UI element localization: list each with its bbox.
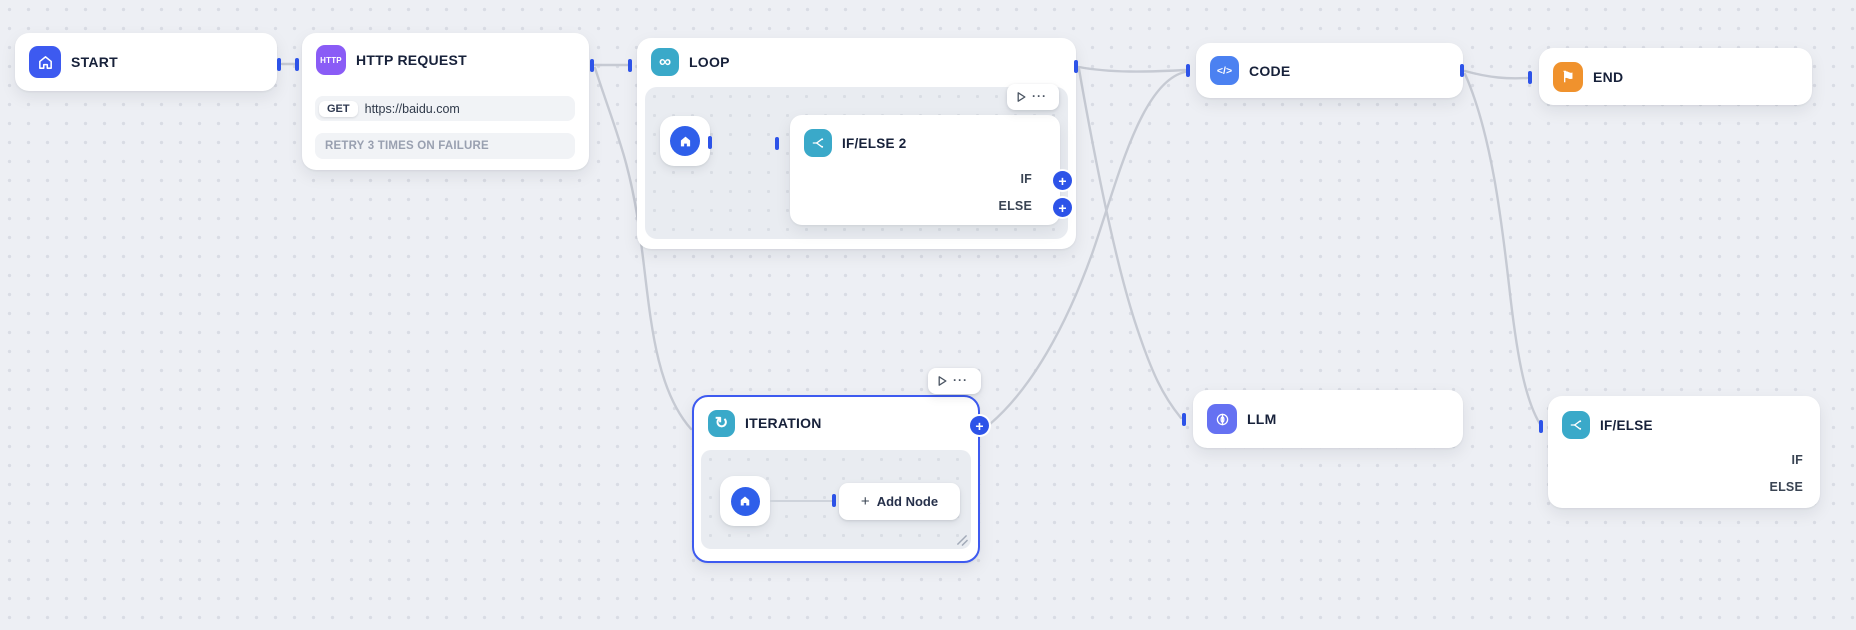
resize-handle[interactable] <box>956 534 968 546</box>
iteration-body-zone[interactable]: + Add Node <box>701 450 971 549</box>
branch-label-if: IF <box>1791 453 1803 467</box>
node-if-else[interactable]: IF/ELSE IF ELSE <box>1548 396 1820 508</box>
play-icon[interactable] <box>935 374 949 388</box>
more-icon[interactable]: ··· <box>1032 88 1047 103</box>
cycle-icon: ↻ <box>708 409 735 437</box>
add-branch-if-button[interactable]: + <box>1053 171 1072 190</box>
node-title-end: END <box>1593 68 1624 85</box>
http-retry-note: RETRY 3 TIMES ON FAILURE <box>325 140 489 152</box>
code-icon: </> <box>1210 56 1239 85</box>
node-toolbar-iteration: ··· <box>928 368 981 394</box>
port-llm-in[interactable] <box>1182 413 1186 426</box>
node-title-code: CODE <box>1249 62 1291 79</box>
edge-loop-to-code[interactable] <box>1077 65 1187 73</box>
add-node-label: Add Node <box>876 494 939 509</box>
node-code[interactable]: </> CODE <box>1196 43 1463 98</box>
iteration-start-node[interactable] <box>720 476 770 526</box>
node-start[interactable]: START <box>15 33 277 91</box>
loop-body-zone[interactable]: IF/ELSE 2 IF + ELSE + <box>645 87 1072 239</box>
port-code-in[interactable] <box>1186 64 1190 77</box>
http-icon: HTTP <box>316 45 346 75</box>
port-loop-out[interactable] <box>1074 60 1078 73</box>
edge-code-to-ifelse[interactable] <box>1463 72 1542 426</box>
http-url: https://baidu.com <box>364 101 460 116</box>
branch-icon <box>804 129 832 157</box>
branch-label-if: IF <box>1020 172 1032 186</box>
node-iteration[interactable]: ↻ ITERATION + Add Node <box>692 395 980 563</box>
flag-icon: ⚑ <box>1553 61 1583 92</box>
edge-code-to-end[interactable] <box>1463 69 1529 80</box>
loop-start-home-icon <box>670 126 700 156</box>
loop-start-node[interactable] <box>660 116 710 166</box>
port-http-out[interactable] <box>590 59 594 72</box>
http-retry-bar: RETRY 3 TIMES ON FAILURE <box>315 133 575 159</box>
brain-icon <box>1207 404 1237 434</box>
node-if-else-2[interactable]: IF/ELSE 2 IF + ELSE + <box>790 115 1072 225</box>
port-loop-start-out[interactable] <box>708 136 712 149</box>
port-if-else-in[interactable] <box>1539 420 1543 433</box>
play-icon[interactable] <box>1014 90 1028 104</box>
home-icon <box>29 46 61 78</box>
node-http-request[interactable]: HTTP HTTP REQUEST GET https://baidu.com … <box>302 33 589 170</box>
branch-label-else: ELSE <box>998 199 1032 213</box>
port-loop-in[interactable] <box>628 59 632 72</box>
port-end-in[interactable] <box>1528 71 1532 84</box>
iteration-inner-edge <box>770 500 832 502</box>
add-branch-else-button[interactable]: + <box>1053 198 1072 217</box>
iteration-start-home-icon <box>730 486 760 516</box>
add-node-port[interactable] <box>832 494 836 507</box>
branch-label-else: ELSE <box>1769 480 1803 494</box>
node-end[interactable]: ⚑ END <box>1539 48 1812 105</box>
port-code-out[interactable] <box>1460 64 1464 77</box>
infinity-icon: ∞ <box>651 48 679 76</box>
branch-icon <box>1562 411 1590 439</box>
port-if-else-2-in[interactable] <box>775 137 779 150</box>
edge-loop-to-llm[interactable] <box>1077 67 1183 420</box>
http-method-badge: GET <box>319 100 358 117</box>
node-title-iteration: ITERATION <box>745 415 822 431</box>
plus-icon: + <box>860 493 870 510</box>
http-method-url-bar: GET https://baidu.com <box>315 96 575 121</box>
node-title-start: START <box>71 54 118 70</box>
node-title-if-else: IF/ELSE <box>1600 417 1653 433</box>
iteration-output-plus-button[interactable]: + <box>970 416 989 435</box>
add-node-button[interactable]: + Add Node <box>839 483 960 520</box>
node-llm[interactable]: LLM <box>1193 390 1463 448</box>
node-title-llm: LLM <box>1247 411 1277 427</box>
node-title-if-else-2: IF/ELSE 2 <box>842 135 907 151</box>
node-toolbar-if-else-2: ··· <box>1007 84 1059 110</box>
more-icon[interactable]: ··· <box>953 372 968 387</box>
port-start-out[interactable] <box>277 58 281 71</box>
edge-iteration-to-code[interactable] <box>988 70 1187 426</box>
node-title-loop: LOOP <box>689 54 730 70</box>
port-http-in[interactable] <box>295 58 299 71</box>
node-title-http-request: HTTP REQUEST <box>356 52 467 68</box>
node-loop[interactable]: ∞ LOOP IF/ELSE 2 IF + <box>637 38 1076 249</box>
